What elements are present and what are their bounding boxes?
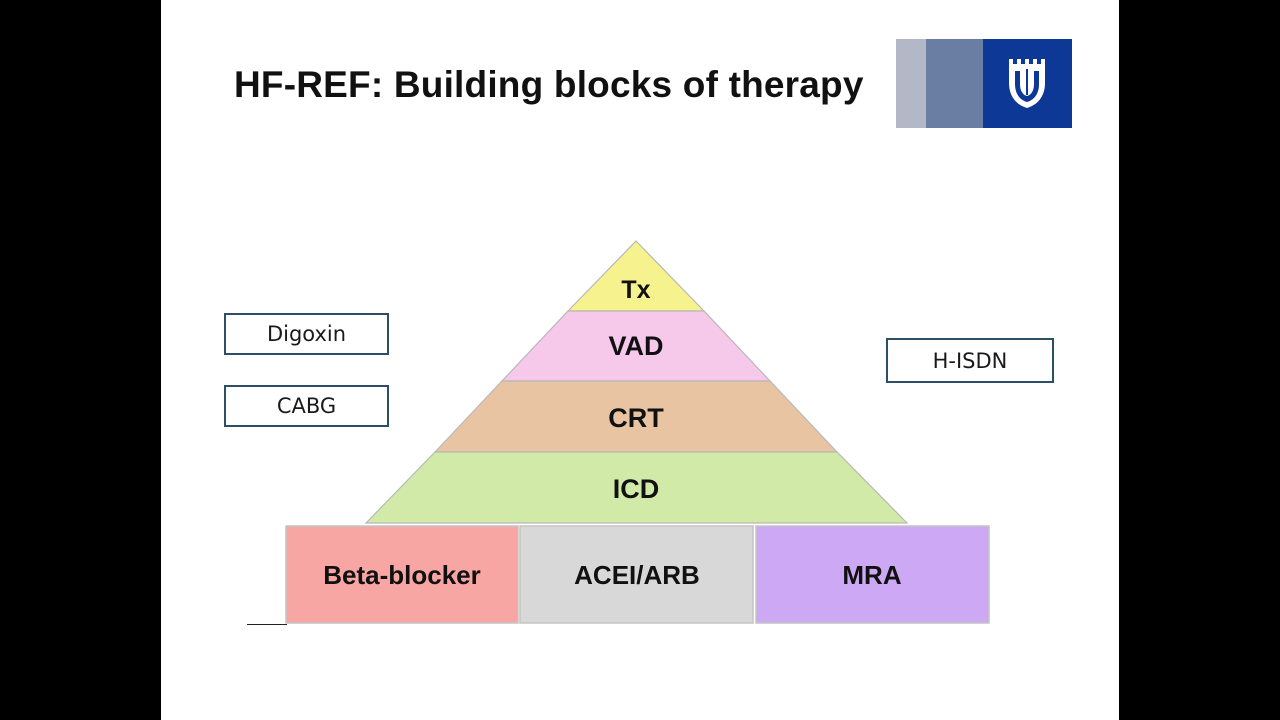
digoxin-option: Digoxin [224, 313, 389, 355]
tier-icd-label: ICD [613, 474, 660, 504]
therapy-pyramid: Tx VAD CRT ICD Beta-blocker ACEI/ARB MRA [285, 240, 990, 624]
logo-bar-mid [926, 39, 983, 128]
tier-crt-label: CRT [608, 403, 664, 433]
cabg-option: CABG [224, 385, 389, 427]
foundation-beta-blocker-block [285, 525, 519, 624]
foundation-acei-arb-block [519, 525, 754, 624]
logo-bar-light [896, 39, 926, 128]
slide-title: HF-REF: Building blocks of therapy [234, 64, 864, 105]
duke-shield-icon [1009, 59, 1045, 108]
h-isdn-option: H-ISDN [886, 338, 1054, 383]
duke-logo [896, 39, 1072, 128]
tier-icd-shape [364, 451, 909, 524]
foundation-mra-label: MRA [842, 560, 901, 590]
slide: HF-REF: Building blocks of therapy Digox… [161, 0, 1119, 720]
tier-tx-label: Tx [621, 276, 650, 304]
tier-vad-label: VAD [608, 331, 663, 361]
foundation-acei-arb-label: ACEI/ARB [574, 560, 700, 590]
foundation-beta-blocker-label: Beta-blocker [323, 560, 481, 590]
decorative-underline [247, 624, 287, 625]
foundation-mra-block [755, 525, 990, 624]
